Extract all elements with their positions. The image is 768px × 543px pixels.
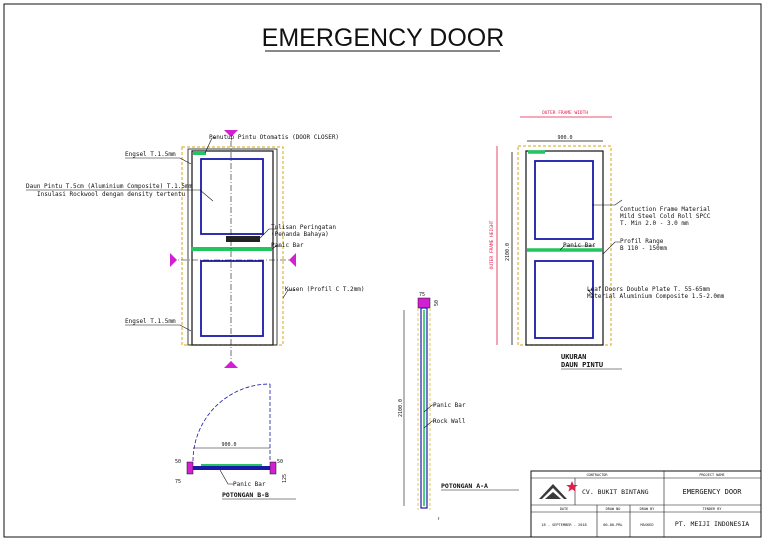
leader-profile [602, 241, 620, 255]
aa-caption: POTONGAN A-A [441, 482, 488, 490]
upper-panel [534, 160, 594, 240]
tb-drawn-by: MASKED [641, 523, 654, 527]
leaf-outline [525, 150, 604, 346]
bb-dim-50-left: 50 [175, 459, 181, 465]
section-marker-right [289, 253, 296, 267]
bb-frame-left [186, 461, 194, 475]
aa-marker: ↑ [437, 516, 440, 522]
leader-panic [559, 245, 595, 251]
frame-material-3: T. Min 2.0 - 3.0 mm [620, 220, 689, 227]
label-frame: Kusen (Profil C T.2mm) [285, 286, 364, 293]
aa-dim-top: 75 [419, 292, 425, 298]
section-marker-top [224, 130, 238, 137]
tb-owner: PT. MEIJI INDONESIA [675, 520, 749, 528]
leader-sign [259, 228, 276, 239]
leader-leaf-doors [587, 289, 594, 296]
aa-leaf [420, 307, 428, 509]
aa-height-dim: 2100.0 [398, 399, 404, 417]
width-dim: 900.0 [557, 135, 572, 141]
leader-hinge-bottom [125, 324, 192, 332]
bb-frame-right [269, 461, 277, 475]
label-closer: Penutup Pintu Otomatis (DOOR CLOSER) [209, 134, 339, 141]
front-view: Penutup Pintu Otomatis (DOOR CLOSER) Eng… [26, 130, 364, 368]
frame-outline [181, 146, 284, 346]
label-hinge-top: Engsel T.1.5mm [125, 151, 176, 158]
aa-leader-panic [423, 404, 436, 413]
bb-caption: POTONGAN B-B [222, 491, 269, 499]
leaf-doors-1: Leaf Doors Double Plate T. 55-65mm [587, 286, 710, 293]
size-view: OUTER FRAME WIDTH 900.0 OUTER FRAME HEIG… [489, 110, 725, 370]
size-panic-bar: Panic Bar [563, 242, 596, 249]
profile-range-2: B 110 - 150mm [620, 245, 667, 252]
label-sign-2: (Penanda Bahaya) [271, 231, 329, 238]
height-dim: 2100.0 [505, 243, 511, 261]
aa-dim-side: 50 [434, 300, 440, 306]
page-title: EMERGENCY DOOR [262, 24, 505, 52]
tb-drawn-no: 00-00-PBL [603, 523, 622, 527]
frame-material-1: Contuction Frame Material [620, 206, 711, 213]
bb-leader-panic [219, 469, 234, 485]
size-caption-1: UKURAN [561, 353, 586, 361]
label-leaf-2: Insulasi Rockwool dengan density tertent… [37, 191, 185, 198]
aa-rock-wall-label: Rock Wall [433, 418, 466, 425]
bb-leaf [193, 466, 270, 470]
tb-date: 18 - SEPTEMBER - 2018 [541, 523, 586, 527]
bb-panic-bar-label: Panic Bar [233, 481, 266, 488]
section-bb: 900.0 50 75 50 125 Panic Bar POTONGAN B-… [175, 383, 296, 500]
upper-glass-panel [200, 158, 264, 235]
tb-contractor-header: CONTRACTOR [586, 473, 608, 477]
section-marker-bottom [224, 361, 238, 368]
tb-project: EMERGENCY DOOR [682, 488, 742, 496]
label-sign-1: Tulisan Peringatan [271, 224, 336, 231]
section-aa: 2100.0 75 50 Panic Bar Rock Wall POTONGA… [398, 292, 519, 522]
tb-contractor: CV. BUKIT BINTANG [582, 488, 649, 496]
aa-frame-top [417, 297, 431, 309]
tb-drawn-header: DRAW NO [606, 507, 621, 511]
leader-closer [204, 137, 216, 154]
lower-panel [534, 260, 594, 339]
leader-hinge-top [125, 157, 192, 165]
label-panic-bar: Panic Bar [271, 242, 304, 249]
sheet-border [3, 3, 762, 538]
label-hinge-bottom: Engsel T.1.5mm [125, 318, 176, 325]
size-caption-2: DAUN PINTU [561, 361, 603, 369]
warning-sign [226, 236, 260, 242]
frame-inner [187, 148, 278, 346]
profile-range-1: Profil Range [620, 238, 664, 245]
leader-leaf [26, 189, 214, 202]
frame-material-2: Mild Steel Cold Roll SPCC [620, 213, 711, 220]
tb-owner-header: TENDER BY [703, 507, 723, 511]
bb-dim-75: 75 [175, 479, 181, 485]
bb-dim-125: 125 [282, 474, 288, 483]
outer-frame [517, 145, 612, 346]
label-leaf-1: Daun Pintu T.5cm (Aluminium Composite) T… [26, 183, 193, 190]
leader-panic-bar [271, 245, 282, 250]
bb-dim-50-right: 50 [277, 459, 283, 465]
aa-leader-rock [423, 420, 436, 429]
leader-frame [282, 289, 295, 299]
contractor-logo [538, 481, 578, 501]
tb-project-header: PROJECT NAME [699, 473, 724, 477]
leaf-doors-2: Material Aluminium Composite 1.5-2.0mm [587, 293, 725, 300]
leader-frame-material [592, 199, 623, 206]
tb-date-header: DATE [560, 507, 568, 511]
lower-glass-panel [200, 260, 264, 337]
outer-frame-height-label: OUTER FRAME HEIGHT [489, 220, 495, 269]
title-block-frame [530, 470, 762, 538]
section-marker-left [170, 253, 177, 267]
door-swing-arc [192, 383, 271, 462]
tb-scale-header: DRAW BY [640, 507, 656, 511]
aa-panic-bar-label: Panic Bar [433, 402, 466, 409]
bb-width-dim: 900.0 [221, 442, 236, 448]
title-block: CONTRACTOR PROJECT NAME CV. BUKIT BINTAN… [530, 470, 762, 538]
outer-frame-width-label: OUTER FRAME WIDTH [542, 110, 588, 116]
